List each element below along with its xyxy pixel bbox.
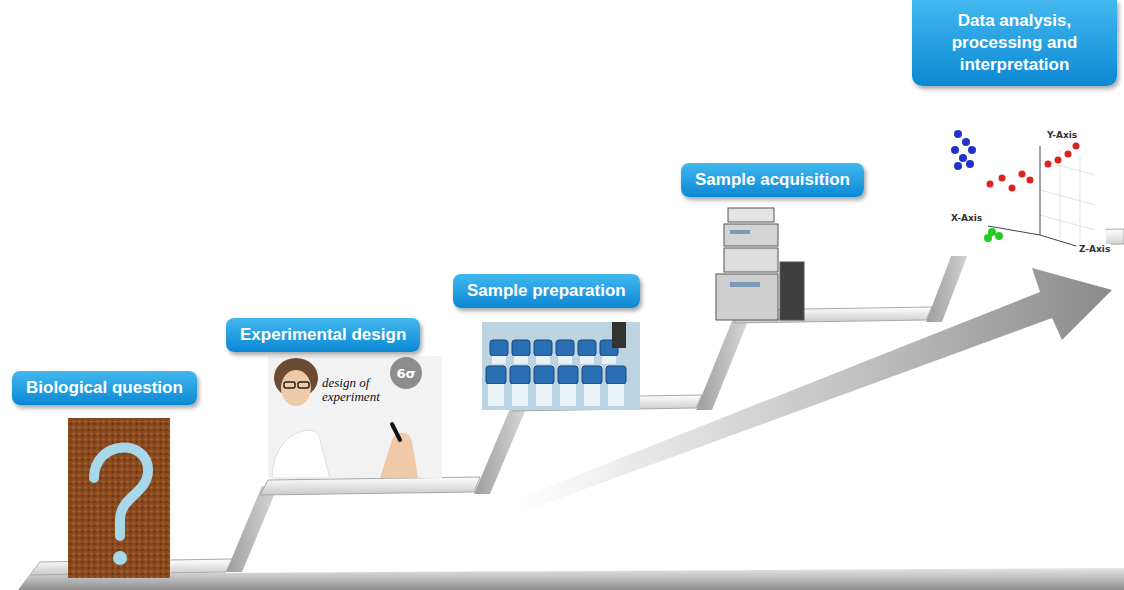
handwritten-note: design of experiment (322, 376, 394, 403)
step-label: Biological question (12, 371, 197, 405)
sigma-badge: 6σ (390, 357, 422, 389)
axis-label: X-Axis (950, 213, 983, 223)
step-title: Biological question (26, 378, 183, 398)
step-label: Sample preparation (453, 274, 640, 308)
step-title: Experimental design (240, 325, 406, 345)
step-label: Sample acquisition (681, 163, 864, 197)
step-title: Sample acquisition (695, 170, 850, 190)
step-label: Data analysis, processing and interpreta… (912, 0, 1117, 86)
step-label: Experimental design (226, 318, 420, 352)
axis-label: Y-Axis (1046, 130, 1078, 140)
axis-label: Z-Axis (1078, 244, 1111, 254)
step-title: Sample preparation (467, 281, 626, 301)
step-title: Data analysis, processing and interpreta… (926, 10, 1103, 76)
